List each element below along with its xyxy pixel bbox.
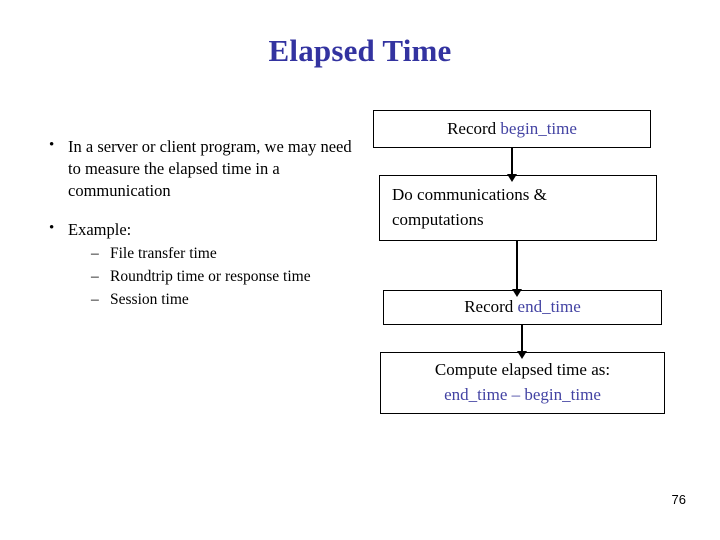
sub-bullet-text: Roundtrip time or response time (110, 267, 311, 285)
flow-text-keyword: end_time (517, 297, 581, 317)
bullet-text: In a server or client program, we may ne… (68, 137, 352, 200)
flow-box-line: Record begin_time (374, 117, 650, 142)
flow-text-keyword: begin_time (500, 118, 577, 138)
bullet-item: • In a server or client program, we may … (40, 136, 360, 201)
flow-box-line: computations (392, 210, 484, 229)
bullet-list: • In a server or client program, we may … (40, 136, 360, 329)
bullet-marker-icon: • (49, 220, 55, 237)
dash-marker-icon: – (91, 267, 99, 285)
sub-bullet-text: Session time (110, 290, 189, 308)
sub-bullet-item: – Session time (40, 290, 360, 311)
flow-text-plain: Record (447, 118, 501, 138)
sub-bullet-text: File transfer time (110, 245, 217, 263)
bullet-block: • In a server or client program, we may … (40, 136, 360, 201)
dash-marker-icon: – (91, 245, 99, 263)
sub-bullet-list: – File transfer time – Roundtrip time or… (40, 244, 360, 311)
page-number: 76 (671, 492, 686, 507)
flow-box-record-end-time: Record end_time (383, 290, 662, 325)
flow-box-record-begin-time: Record begin_time (373, 110, 651, 148)
sub-bullet-item: – File transfer time (40, 244, 360, 265)
arrow-down-icon (507, 148, 517, 182)
flow-box-line: Do communications & (392, 185, 547, 205)
flow-box-do-communications: Do communications & computations (379, 175, 657, 241)
bullet-item: • Example: (40, 219, 360, 241)
page-title: Elapsed Time (268, 33, 452, 68)
arrow-down-icon (517, 325, 527, 359)
flow-box-line: end_time – begin_time (444, 385, 601, 404)
bullet-marker-icon: • (49, 137, 55, 153)
flow-box-line: Record end_time (384, 295, 661, 320)
flow-box-compute-elapsed-time: Compute elapsed time as: end_time – begi… (380, 352, 665, 414)
bullet-text: Example: (68, 220, 132, 240)
arrow-down-icon (512, 241, 522, 297)
sub-bullet-item: – Roundtrip time or response time (40, 267, 360, 288)
dash-marker-icon: – (91, 290, 99, 308)
bullet-block: • Example: – File transfer time – Roundt… (40, 219, 360, 311)
flow-text-plain: Record (464, 297, 518, 317)
flow-box-line: Compute elapsed time as: (434, 360, 611, 380)
